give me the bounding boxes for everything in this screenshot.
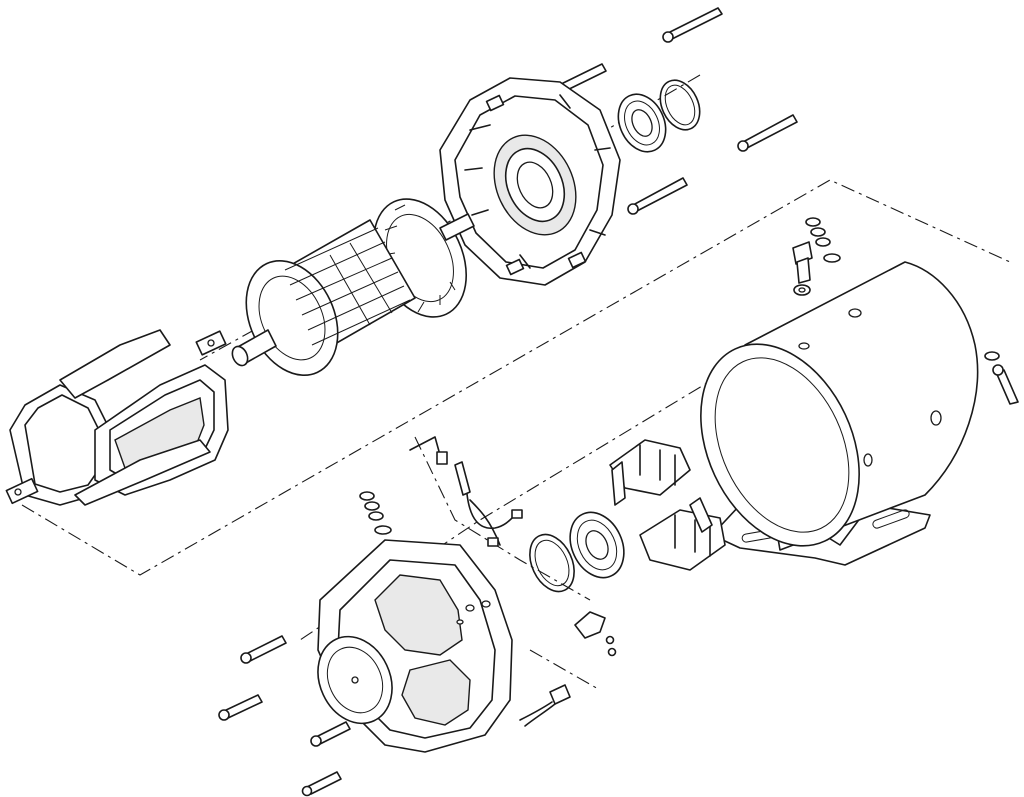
connector-plug xyxy=(519,684,571,727)
speed-sensor-lead xyxy=(409,436,523,547)
bolt-lower-1 xyxy=(240,635,287,664)
commutator-end-bracket xyxy=(439,77,621,286)
ball-bearing-top xyxy=(617,93,667,153)
drive-end-housing xyxy=(317,539,513,753)
frame-bolt-with-washer xyxy=(792,241,813,296)
field-coil-set xyxy=(5,329,229,506)
bolt-lower-4 xyxy=(301,771,342,797)
brush-holder-upper xyxy=(609,439,691,506)
terminal-bracket xyxy=(574,611,617,657)
brush-holder-lower xyxy=(639,497,726,571)
through-bolt-middle xyxy=(627,177,688,215)
washer-stack-lower xyxy=(359,491,392,535)
retaining-ring-top xyxy=(659,79,701,131)
ball-bearing-lower xyxy=(569,511,625,579)
armature xyxy=(231,198,475,377)
motor-frame-yoke xyxy=(700,261,979,566)
retaining-ring-lower xyxy=(529,533,575,593)
bolt-lower-2 xyxy=(218,694,263,721)
through-bolt-right xyxy=(737,114,798,152)
washer-stack-upper xyxy=(805,217,841,263)
through-bolt-top xyxy=(662,7,723,43)
bolt-lower-3 xyxy=(310,721,351,747)
side-screw-right xyxy=(984,351,1019,405)
